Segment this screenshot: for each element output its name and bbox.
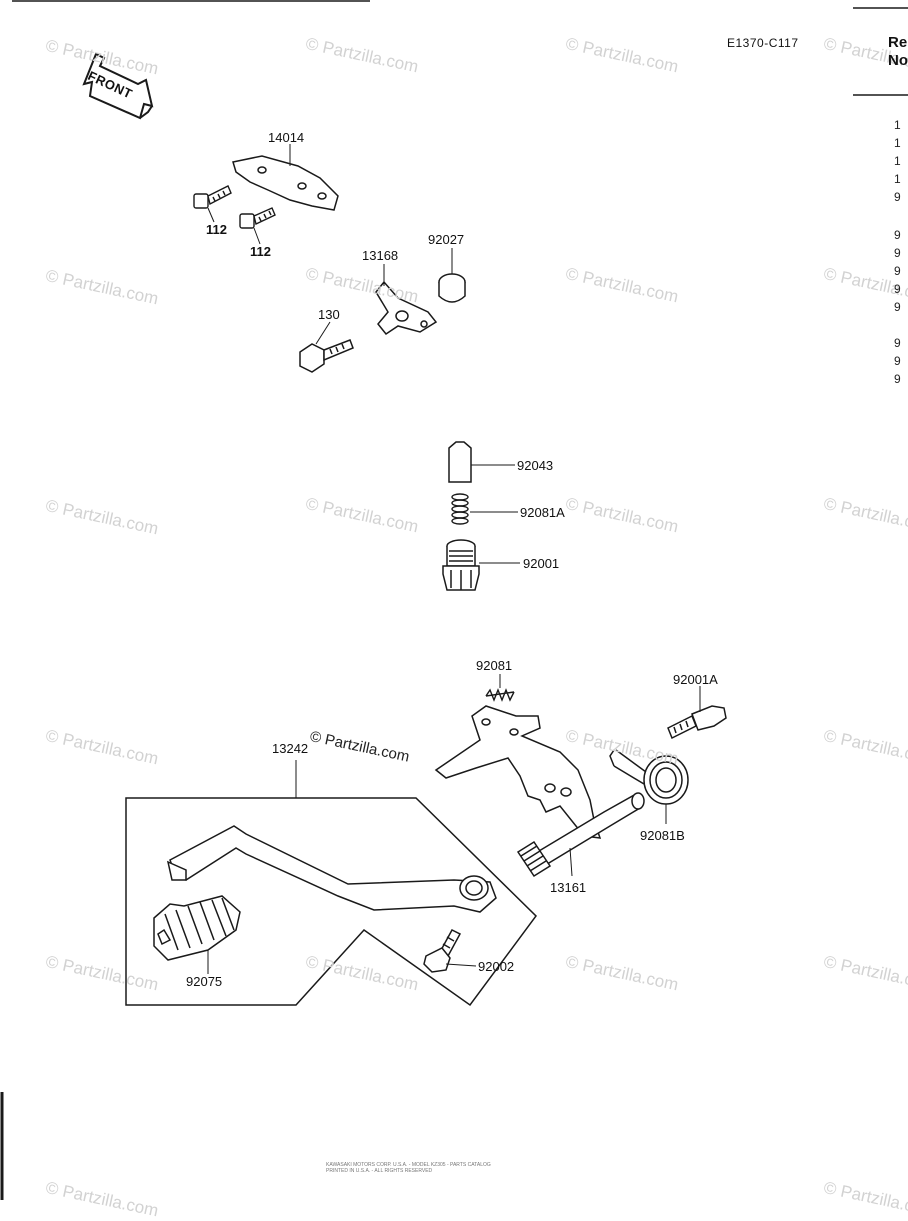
footer-fine-print: KAWASAKI MOTORS CORP. U.S.A. - MODEL KZ3…: [326, 1162, 586, 1174]
leader-112b: [253, 227, 261, 245]
part-label-13161: 13161: [550, 880, 587, 895]
part-112-bolt-a: [193, 185, 232, 209]
leader-13161: [569, 847, 573, 877]
part-label-92081B: 92081B: [640, 828, 685, 843]
ref-number: 9: [894, 354, 901, 368]
part-14014-plate: [232, 155, 339, 211]
leader-112a: [207, 207, 215, 223]
ref-number: 9: [894, 300, 901, 314]
part-label-92001A: 92001A: [673, 672, 718, 687]
footer-line2: PRINTED IN U.S.A. - ALL RIGHTS RESERVED: [326, 1168, 433, 1174]
ref-number: 9: [894, 282, 901, 296]
ref-number: 9: [894, 336, 901, 350]
ref-number: 1: [894, 154, 901, 168]
part-label-92081: 92081: [476, 658, 513, 673]
part-label-92043: 92043: [517, 458, 554, 473]
ref-no-header: Re No: [888, 34, 908, 70]
leader-130: [315, 321, 331, 345]
part-label-92081A: 92081A: [520, 505, 565, 520]
footer-line1: KAWASAKI MOTORS CORP. U.S.A. - MODEL KZ3…: [326, 1162, 491, 1168]
part-label-112: 112: [250, 244, 271, 259]
leader-92002: [445, 963, 477, 967]
part-label-92075: 92075: [186, 974, 223, 989]
part-13242-pedal: [166, 825, 497, 913]
diagram-code: E1370-C117: [727, 36, 799, 50]
part-label-92001: 92001: [523, 556, 560, 571]
part-130-bolt: [299, 339, 354, 373]
assembly-13242-bracket: [125, 797, 537, 1007]
part-112-bolt-b: [239, 207, 276, 229]
part-92002-bolt: [423, 929, 462, 973]
part-label-130: 130: [318, 307, 340, 322]
part-92027-cap: [438, 273, 466, 303]
part-92043-pin: [448, 441, 472, 483]
ref-header-line1: Re: [888, 34, 908, 51]
part-92075-rubber: [153, 895, 241, 961]
part-13168-bracket: [375, 280, 438, 336]
part-label-92002: 92002: [478, 959, 515, 974]
part-92081-spring: [485, 688, 515, 702]
part-92081A-spring: [451, 493, 469, 525]
part-92001-holder: [442, 539, 480, 591]
part-13161-shift-shaft: [434, 705, 645, 878]
ref-number: 9: [894, 372, 901, 386]
ref-number: 9: [894, 190, 901, 204]
front-arrow-icon: [82, 52, 154, 120]
part-label-13168: 13168: [362, 248, 399, 263]
part-label-13242: 13242: [272, 741, 309, 756]
ref-number: 9: [894, 246, 901, 260]
ref-number: 1: [894, 118, 901, 132]
part-label-112: 112: [206, 222, 227, 237]
ref-number: 9: [894, 264, 901, 278]
ref-number: 1: [894, 136, 901, 150]
ref-header-line2: No: [888, 52, 908, 69]
ref-number: 1: [894, 172, 901, 186]
part-92001A-bolt: [667, 705, 727, 740]
part-label-14014: 14014: [268, 130, 305, 145]
ref-number: 9: [894, 228, 901, 242]
part-label-92027: 92027: [428, 232, 465, 247]
